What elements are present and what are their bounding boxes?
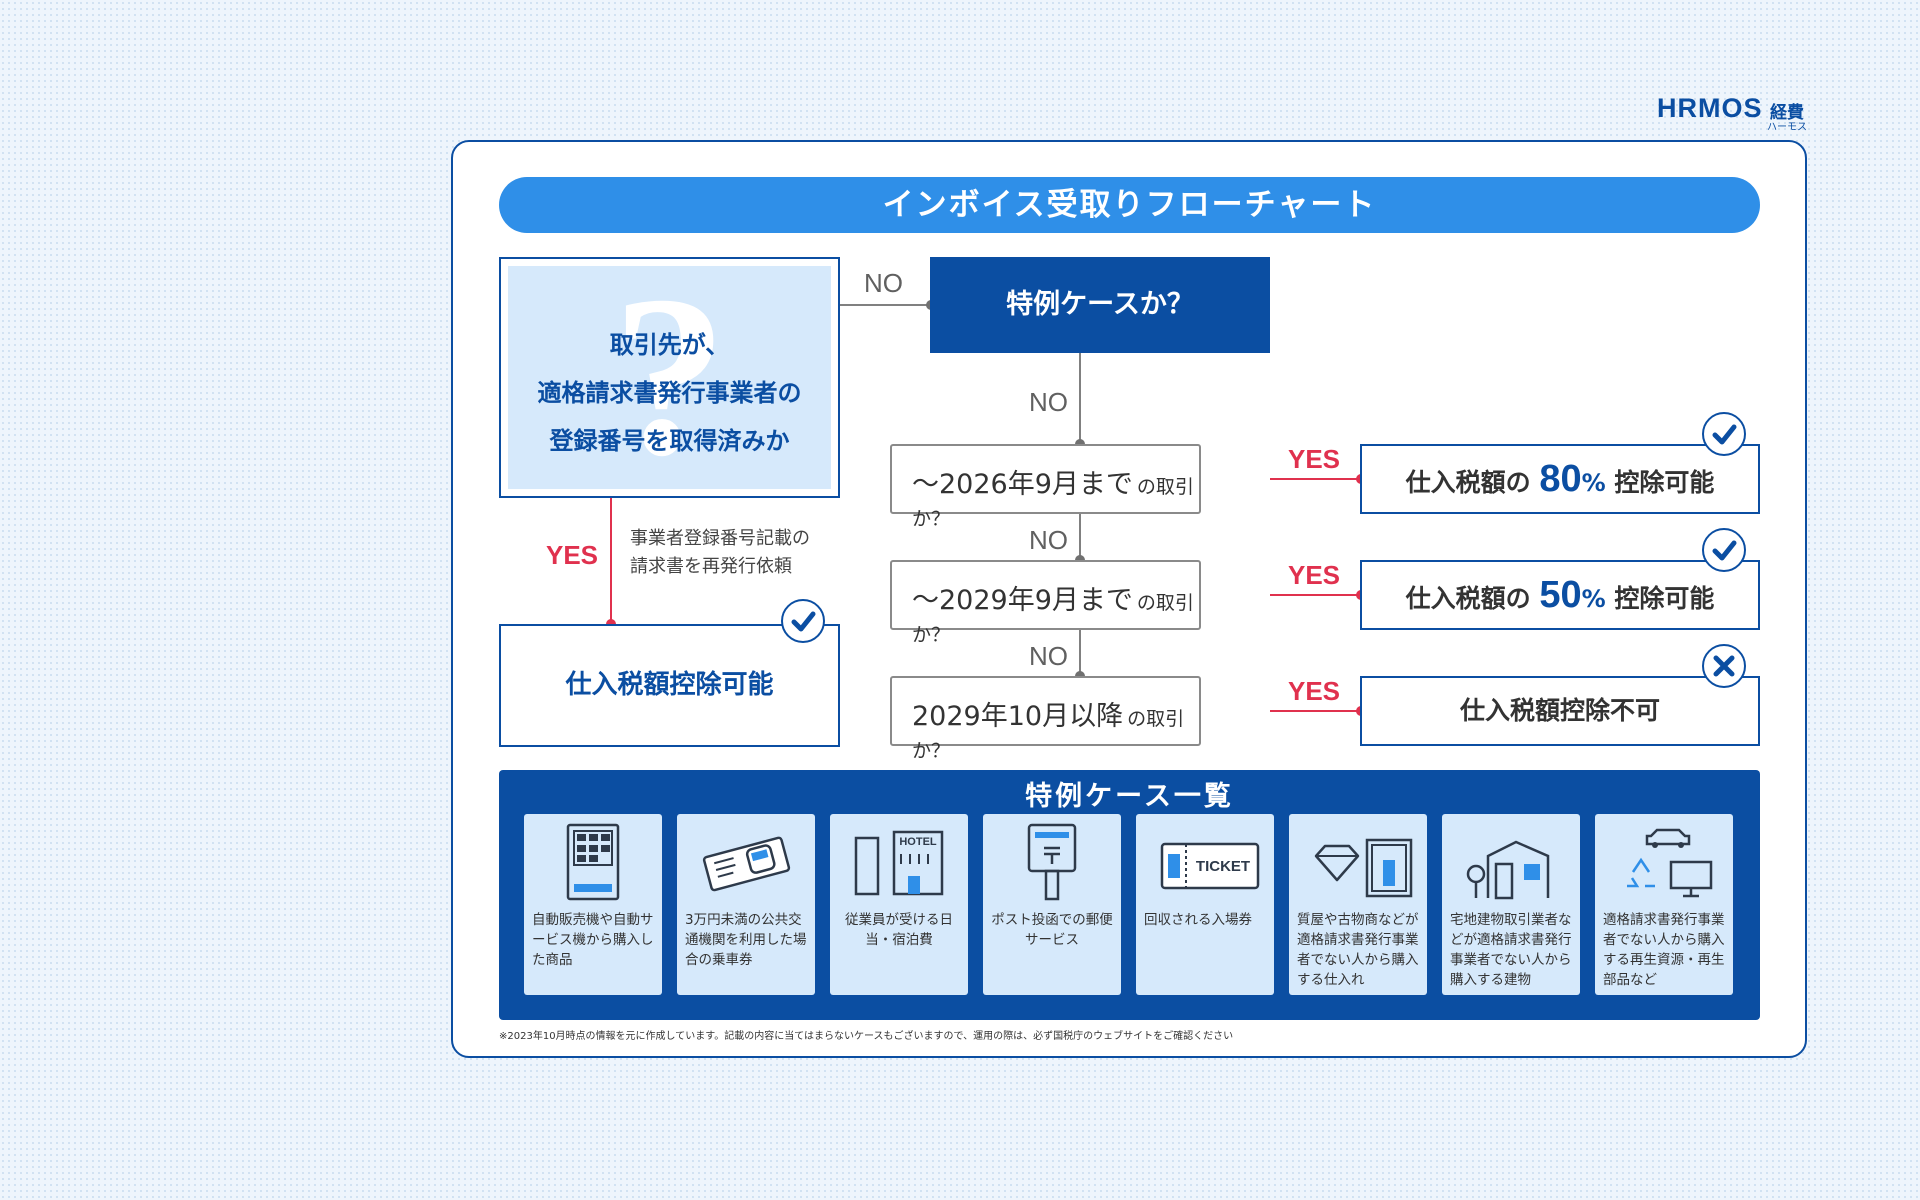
case-card-vending: 自動販売機や自動サービス機から購入した商品 [524,814,662,995]
note-line-1: 事業者登録番号記載の [630,528,810,549]
label-no-row3: NO [1029,641,1068,671]
question-line-3: 登録番号を取得済みか [549,427,790,455]
mailbox-icon [1027,823,1077,901]
label-yes-row3: YES [1288,676,1341,706]
note-line-2: 請求書を再発行依頼 [630,556,792,577]
period-sub: の取引か？ [912,476,1194,530]
period-question-2026: 〜2026年9月までの取引か？ [890,444,1201,530]
period-question-text: 〜2026年9月までの取引か？ [912,462,1199,532]
case-text: 適格請求書発行事業者でない人から購入する再生資源・再生部品など [1603,912,1725,988]
period-question-text: 2029年10月以降の取引か？ [912,694,1199,764]
period-sub: の取引か？ [912,708,1185,762]
case-text: ポスト投函での郵便サービス [991,912,1113,948]
connector-no-special [840,304,932,306]
result-80-percent: 仕入税額の 80% 控除可能 [1360,444,1760,514]
result-pct: 50 [1539,574,1582,616]
registration-question-box: ? 取引先が、 適格請求書発行事業者の 登録番号を取得済みか [499,257,840,498]
label-yes-row1: YES [1288,444,1341,474]
flowchart-title: インボイス受取りフローチャート [499,177,1760,233]
result-deductible: 仕入税額控除可能 [499,624,840,747]
case-text: 従業員が受ける日当・宿泊費 [845,912,953,948]
connector-yes-row1 [1270,478,1362,480]
hrmos-logo: HRMOS 経費 ハーモス [1657,93,1813,133]
special-cases-title: 特例ケース一覧 [1025,781,1234,812]
result-50-percent: 仕入税額の 50% 控除可能 [1360,560,1760,630]
period-main: 〜2029年9月まで [912,585,1133,616]
case-card-real-estate: 宅地建物取引業者などが適格請求書発行事業者でない人から購入する建物 [1442,814,1580,995]
period-question-text: 〜2029年9月までの取引か？ [912,578,1199,648]
result-pre: 仕入税額の [1405,584,1531,613]
label-no-special: NO [864,268,903,298]
logo-kanji: 経費 [1770,103,1804,123]
case-card-hotel: HOTEL 従業員が受ける日当・宿泊費 [830,814,968,995]
result-pre: 仕入税額の [1405,468,1531,497]
special-case-question: 特例ケースか？ [930,257,1270,353]
connector-yes-left [610,498,612,624]
period-question-2029-10: 2029年10月以降の取引か？ [890,676,1201,762]
check-icon [1702,528,1746,572]
case-text: 宅地建物取引業者などが適格請求書発行事業者でない人から購入する建物 [1450,912,1572,988]
case-text: 3万円未満の公共交通機関を利用した場合の乗車券 [685,912,807,968]
question-line-2: 適格請求書発行事業者の [537,379,802,407]
question-line-1: 取引先が、 [609,331,730,359]
connector-yes-row2 [1270,594,1362,596]
result-unit: % [1581,469,1606,497]
check-icon [1702,412,1746,456]
label-yes-left: YES [546,540,599,570]
connector-yes-row3 [1270,710,1362,712]
label-yes-row2: YES [1288,560,1341,590]
question-mark-icon: ? [612,266,727,489]
registration-question-text: 取引先が、 適格請求書発行事業者の 登録番号を取得済みか [508,321,831,465]
case-text: 自動販売機や自動サービス機から購入した商品 [532,912,654,968]
result-post: 控除可能 [1614,584,1715,613]
reissue-request-note: 事業者登録番号記載の 請求書を再発行依頼 [630,525,810,581]
train-ticket-icon [702,836,791,892]
case-card-admission-ticket: TICKET 回収される入場券 [1136,814,1274,995]
logo-word: HRMOS [1657,93,1763,123]
result-not-deductible: 仕入税額控除不可 [1360,676,1760,746]
recycle-icon [1627,828,1713,898]
cross-icon [1702,644,1746,688]
connector-row1-row2 [1079,513,1081,561]
special-cases-section: 特例ケース一覧 自動販売機や自動サービス機から購入した商品 3万円未満の公共交通… [499,770,1760,1020]
connector-row2-row3 [1079,629,1081,677]
case-card-train-ticket: 3万円未満の公共交通機関を利用した場合の乗車券 [677,814,815,995]
ticket-label: TICKET [1196,858,1250,875]
admission-ticket-icon: TICKET [1160,842,1260,890]
result-unit: % [1581,585,1606,613]
result-pct: 80 [1539,458,1582,500]
label-no-row1: NO [1029,387,1068,417]
connector-special-row1 [1079,353,1081,445]
period-main: 〜2026年9月まで [912,469,1133,500]
case-card-pawn: 質屋や古物商などが適格請求書発行事業者でない人から購入する仕入れ [1289,814,1427,995]
house-icon [1466,840,1550,900]
logo-kana: ハーモス [1767,122,1807,133]
diamond-icon [1314,838,1413,898]
vending-machine-icon [566,823,620,901]
footnote: ※2023年10月時点の情報を元に作成しています。記載の内容に当てはまらないケー… [499,1031,1234,1042]
question-box-inner: ? 取引先が、 適格請求書発行事業者の 登録番号を取得済みか [508,266,831,489]
period-question-2029: 〜2029年9月までの取引か？ [890,560,1201,646]
label-no-row2: NO [1029,525,1068,555]
period-sub: の取引か？ [912,592,1194,646]
hotel-icon: HOTEL [854,830,944,896]
case-text: 回収される入場券 [1144,912,1252,928]
case-text: 質屋や古物商などが適格請求書発行事業者でない人から購入する仕入れ [1297,912,1419,988]
result-post: 控除可能 [1614,468,1715,497]
period-main: 2029年10月以降 [912,701,1124,732]
case-card-recycle: 適格請求書発行事業者でない人から購入する再生資源・再生部品など [1595,814,1733,995]
check-icon [781,599,825,643]
case-card-mailbox: ポスト投函での郵便サービス [983,814,1121,995]
hotel-sign: HOTEL [899,836,937,848]
